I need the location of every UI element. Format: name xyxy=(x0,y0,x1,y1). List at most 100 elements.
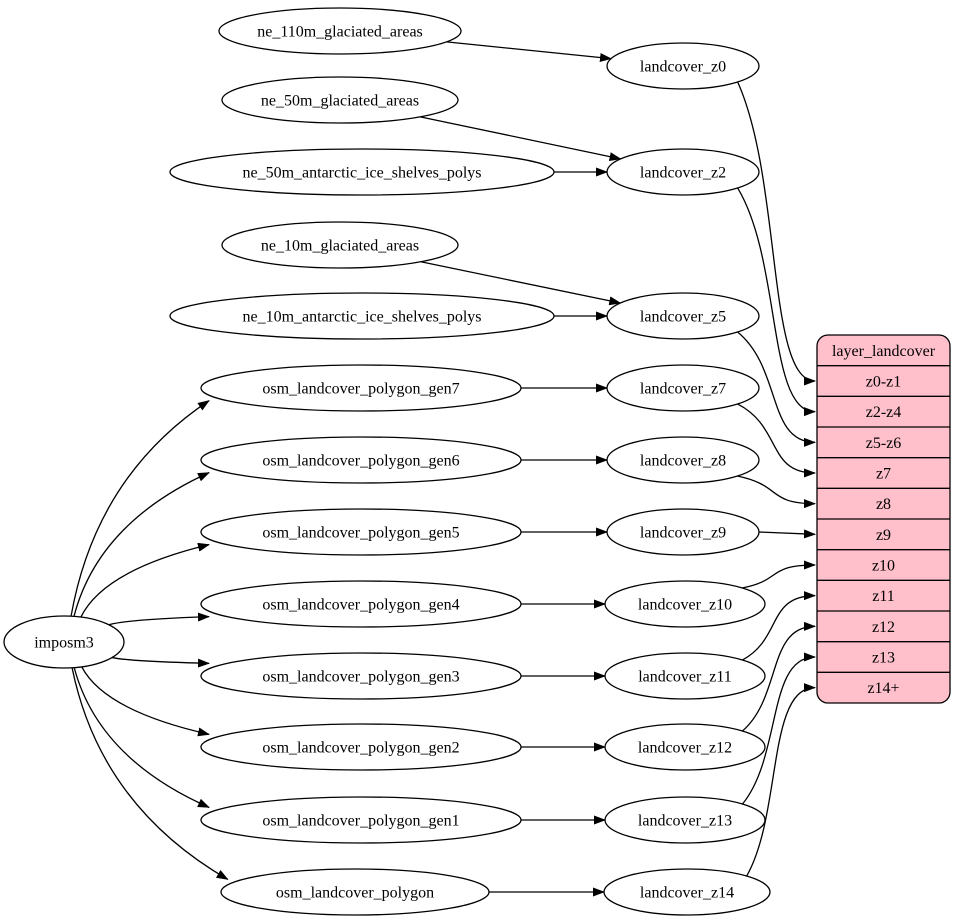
node-landcover_z0: landcover_z0 xyxy=(606,42,760,90)
node-label-landcover_z10: landcover_z10 xyxy=(638,597,732,614)
node-shape-landcover_z12 xyxy=(604,723,766,771)
node-shape-ne_10m_antarctic_ice_shelves_polys xyxy=(169,292,555,340)
node-label-ne_110m_glaciated_areas: ne_110m_glaciated_areas xyxy=(257,24,423,41)
node-label-osm_landcover_polygon_gen3: osm_landcover_polygon_gen3 xyxy=(262,669,459,686)
layer-table-row-z8: z8 xyxy=(876,496,891,513)
node-label-landcover_z0: landcover_z0 xyxy=(640,59,726,76)
node-label-osm_landcover_polygon_gen5: osm_landcover_polygon_gen5 xyxy=(262,525,459,542)
node-landcover_z11: landcover_z11 xyxy=(604,652,766,700)
node-osm_landcover_polygon_gen2: osm_landcover_polygon_gen2 xyxy=(200,723,522,771)
node-shape-landcover_z2 xyxy=(606,148,760,196)
node-label-landcover_z12: landcover_z12 xyxy=(638,740,732,757)
layer-table-title: layer_landcover xyxy=(832,343,936,360)
node-label-landcover_z7: landcover_z7 xyxy=(640,381,726,398)
edge-imposm3-to-osm_landcover_polygon_gen4 xyxy=(108,612,210,626)
node-imposm3: imposm3 xyxy=(3,615,125,669)
edge-imposm3-to-osm_landcover_polygon_gen6 xyxy=(73,472,210,617)
node-label-landcover_z13: landcover_z13 xyxy=(638,813,732,830)
node-label-osm_landcover_polygon_gen2: osm_landcover_polygon_gen2 xyxy=(262,740,459,757)
layer-table-row-z2-z4: z2-z4 xyxy=(866,404,902,421)
edge-imposm3-to-osm_landcover_polygon_gen5 xyxy=(80,542,210,618)
node-shape-osm_landcover_polygon_gen7 xyxy=(200,364,522,412)
layer-table-row-z12: z12 xyxy=(872,619,895,636)
node-shape-osm_landcover_polygon_gen2 xyxy=(200,723,522,771)
node-ne_50m_glaciated_areas: ne_50m_glaciated_areas xyxy=(221,76,459,124)
node-label-ne_50m_antarctic_ice_shelves_polys: ne_50m_antarctic_ice_shelves_polys xyxy=(242,165,481,182)
node-label-ne_50m_glaciated_areas: ne_50m_glaciated_areas xyxy=(261,93,419,110)
node-shape-landcover_z0 xyxy=(606,42,760,90)
node-osm_landcover_polygon: osm_landcover_polygon xyxy=(220,868,490,916)
node-shape-ne_10m_glaciated_areas xyxy=(221,221,459,269)
node-osm_landcover_polygon_gen4: osm_landcover_polygon_gen4 xyxy=(200,580,522,628)
node-label-imposm3: imposm3 xyxy=(34,635,94,652)
node-shape-landcover_z7 xyxy=(606,364,760,412)
node-label-landcover_z9: landcover_z9 xyxy=(640,525,726,542)
node-osm_landcover_polygon_gen6: osm_landcover_polygon_gen6 xyxy=(200,436,522,484)
node-label-osm_landcover_polygon_gen7: osm_landcover_polygon_gen7 xyxy=(262,381,459,398)
node-label-landcover_z2: landcover_z2 xyxy=(640,165,726,182)
layer-table-row-z7: z7 xyxy=(876,466,891,483)
node-shape-ne_50m_glaciated_areas xyxy=(221,76,459,124)
layer-table: layer_landcoverz0-z1z2-z4z5-z6z7z8z9z10z… xyxy=(816,334,951,704)
edge-landcover_z7-to-z7 xyxy=(737,403,816,478)
edge-ne_50m_glaciated_areas-to-landcover_z2 xyxy=(420,116,622,162)
edge-imposm3-to-osm_landcover_polygon xyxy=(71,667,229,880)
node-ne_10m_antarctic_ice_shelves_polys: ne_10m_antarctic_ice_shelves_polys xyxy=(169,292,555,340)
node-shape-osm_landcover_polygon_gen4 xyxy=(200,580,522,628)
edge-imposm3-to-osm_landcover_polygon_gen3 xyxy=(111,656,210,668)
node-landcover_z10: landcover_z10 xyxy=(604,580,766,628)
node-shape-landcover_z14 xyxy=(603,868,771,916)
node-landcover_z2: landcover_z2 xyxy=(606,148,760,196)
node-shape-ne_50m_antarctic_ice_shelves_polys xyxy=(169,148,555,196)
node-shape-landcover_z9 xyxy=(606,508,760,556)
node-shape-osm_landcover_polygon_gen5 xyxy=(200,508,522,556)
node-label-landcover_z11: landcover_z11 xyxy=(638,669,732,686)
node-ne_10m_glaciated_areas: ne_10m_glaciated_areas xyxy=(221,221,459,269)
edge-landcover_z0-to-z0-z1 xyxy=(737,81,816,386)
node-shape-osm_landcover_polygon_gen6 xyxy=(200,436,522,484)
node-label-ne_10m_glaciated_areas: ne_10m_glaciated_areas xyxy=(261,238,419,255)
edge-imposm3-to-osm_landcover_polygon_gen1 xyxy=(73,667,210,808)
edge-imposm3-to-osm_landcover_polygon_gen7 xyxy=(70,400,210,617)
edge-landcover_z13-to-z13 xyxy=(742,652,816,805)
node-landcover_z13: landcover_z13 xyxy=(604,796,766,844)
node-label-osm_landcover_polygon_gen4: osm_landcover_polygon_gen4 xyxy=(262,597,459,614)
node-label-landcover_z8: landcover_z8 xyxy=(640,453,726,470)
layer-table-row-z5-z6: z5-z6 xyxy=(866,435,902,452)
node-osm_landcover_polygon_gen5: osm_landcover_polygon_gen5 xyxy=(200,508,522,556)
node-ne_110m_glaciated_areas: ne_110m_glaciated_areas xyxy=(218,7,462,55)
node-label-landcover_z5: landcover_z5 xyxy=(640,309,726,326)
layer-table-row-z14+: z14+ xyxy=(867,680,899,697)
edge-landcover_z9-to-z9 xyxy=(758,529,816,539)
edge-landcover_z14-to-z14+ xyxy=(746,683,816,877)
node-label-osm_landcover_polygon: osm_landcover_polygon xyxy=(276,885,434,902)
node-shape-landcover_z13 xyxy=(604,796,766,844)
node-label-ne_10m_antarctic_ice_shelves_polys: ne_10m_antarctic_ice_shelves_polys xyxy=(242,309,481,326)
edge-landcover_z8-to-z8 xyxy=(737,475,816,509)
node-osm_landcover_polygon_gen7: osm_landcover_polygon_gen7 xyxy=(200,364,522,412)
node-shape-landcover_z5 xyxy=(606,292,760,340)
node-osm_landcover_polygon_gen3: osm_landcover_polygon_gen3 xyxy=(200,652,522,700)
node-label-landcover_z14: landcover_z14 xyxy=(640,885,734,902)
node-shape-imposm3 xyxy=(3,615,125,669)
node-label-osm_landcover_polygon_gen6: osm_landcover_polygon_gen6 xyxy=(262,453,459,470)
layer-table-row-z13: z13 xyxy=(872,650,895,667)
node-shape-osm_landcover_polygon_gen1 xyxy=(200,796,522,844)
node-shape-ne_110m_glaciated_areas xyxy=(218,7,462,55)
node-landcover_z7: landcover_z7 xyxy=(606,364,760,412)
node-landcover_z9: landcover_z9 xyxy=(606,508,760,556)
edge-ne_110m_glaciated_areas-to-landcover_z0 xyxy=(446,41,612,63)
node-shape-landcover_z8 xyxy=(606,436,760,484)
edge-imposm3-to-osm_landcover_polygon_gen2 xyxy=(81,666,210,737)
edge-landcover_z5-to-z5-z6 xyxy=(737,331,816,447)
node-landcover_z5: landcover_z5 xyxy=(606,292,760,340)
node-landcover_z14: landcover_z14 xyxy=(603,868,771,916)
layer-table-row-z0-z1: z0-z1 xyxy=(866,374,902,391)
node-landcover_z8: landcover_z8 xyxy=(606,436,760,484)
node-shape-landcover_z11 xyxy=(604,652,766,700)
layer-table-row-z9: z9 xyxy=(876,527,891,544)
edge-ne_10m_glaciated_areas-to-landcover_z5 xyxy=(420,261,622,306)
edge-landcover_z11-to-z11 xyxy=(742,591,816,661)
